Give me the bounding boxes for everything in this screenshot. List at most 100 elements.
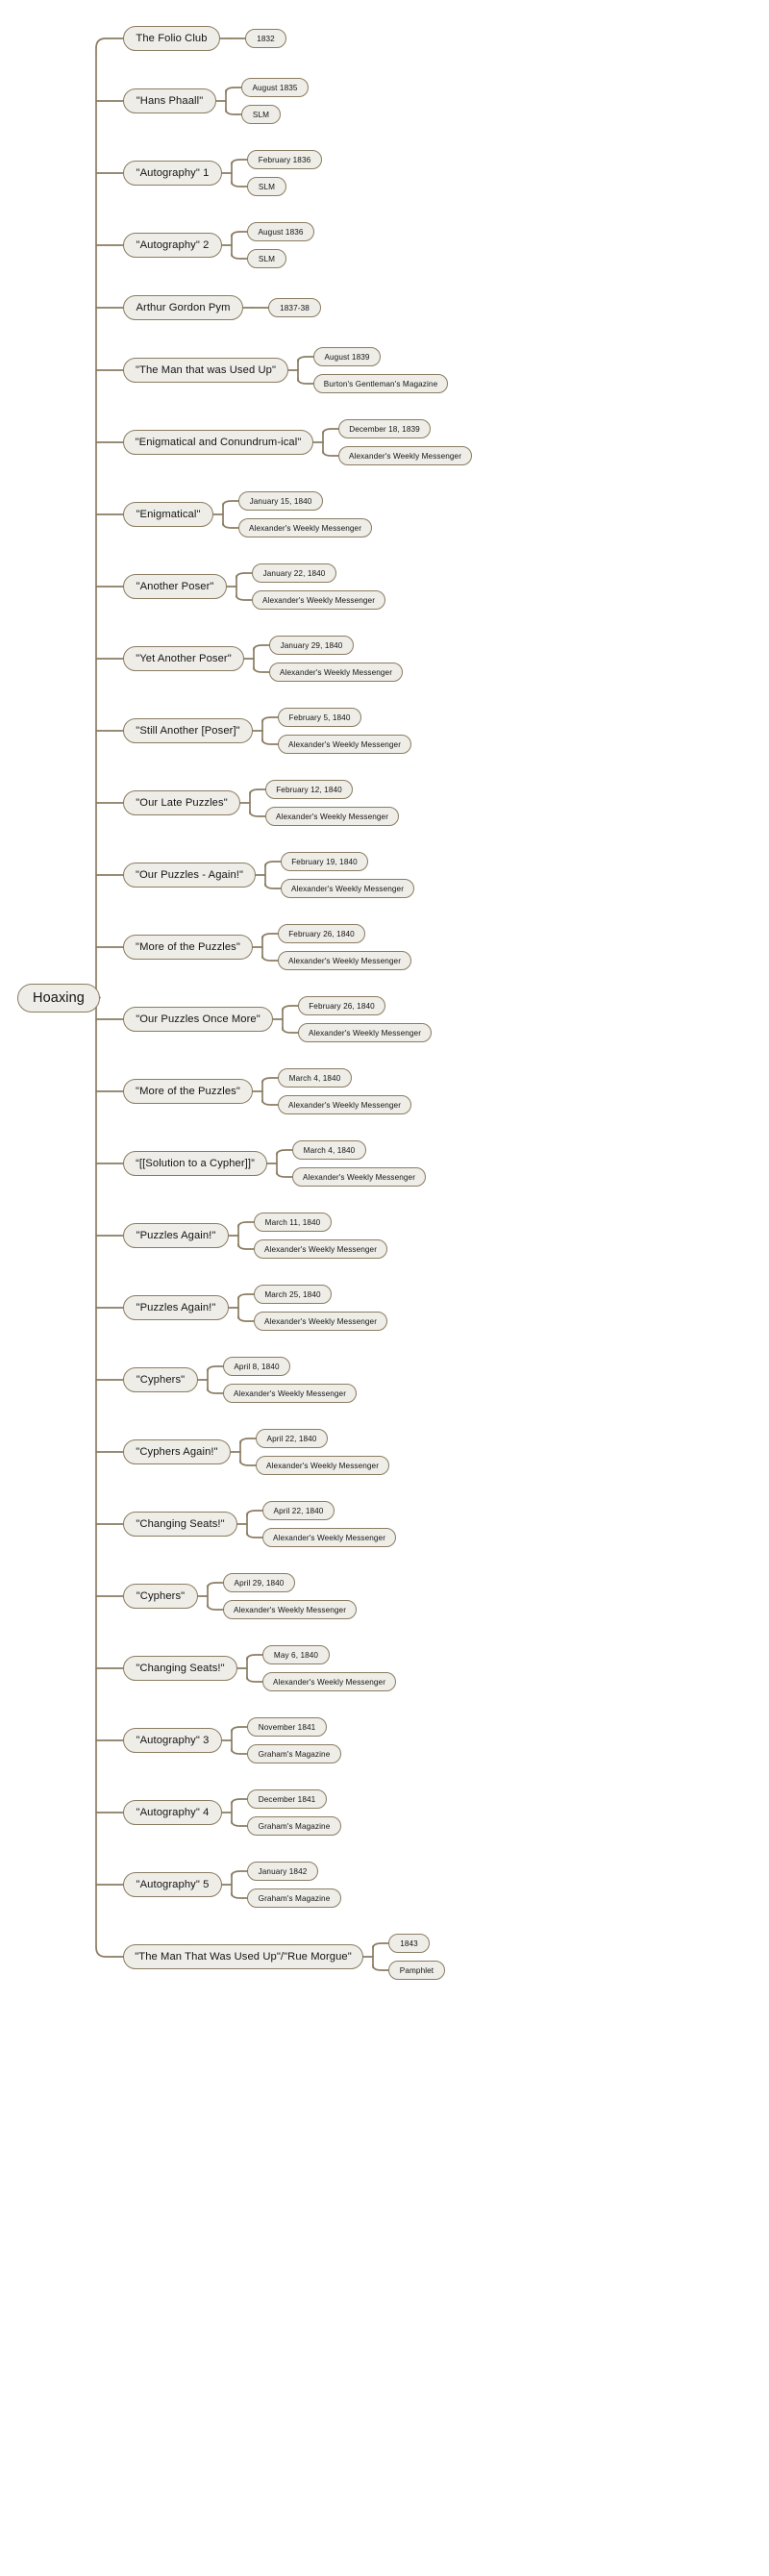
branch-node-3[interactable]: "Autography" 2 [123,233,222,258]
leaf-node-8-1-label: Alexander's Weekly Messenger [261,595,376,605]
branch-node-10[interactable]: "Still Another [Poser]" [123,718,253,743]
leaf-node-27-1-label: Pamphlet [399,1965,434,1975]
leaf-node-22-0[interactable]: April 29, 1840 [223,1573,295,1592]
leaf-node-12-1[interactable]: Alexander's Weekly Messenger [281,879,414,898]
leaf-node-7-1[interactable]: Alexander's Weekly Messenger [238,518,372,538]
leaf-node-5-0[interactable]: August 1839 [313,347,381,366]
leaf-node-13-1[interactable]: Alexander's Weekly Messenger [278,951,411,970]
branch-node-21[interactable]: "Changing Seats!" [123,1512,237,1537]
leaf-node-27-0[interactable]: 1843 [388,1934,430,1953]
leaf-node-24-1[interactable]: Graham's Magazine [247,1744,341,1763]
leaf-node-25-1[interactable]: Graham's Magazine [247,1816,341,1836]
leaf-node-3-0[interactable]: August 1836 [247,222,314,241]
leaf-node-27-0-label: 1843 [400,1938,418,1948]
branch-node-25[interactable]: "Autography" 4 [123,1800,222,1825]
branch-node-0-label: The Folio Club [136,33,208,44]
branch-node-14[interactable]: "Our Puzzles Once More" [123,1007,273,1032]
leaf-node-6-0[interactable]: December 18, 1839 [338,419,431,438]
branch-node-1[interactable]: "Hans Phaall" [123,88,216,113]
leaf-node-26-1[interactable]: Graham's Magazine [247,1888,341,1908]
leaf-node-20-0[interactable]: April 22, 1840 [256,1429,328,1448]
leaf-node-14-0[interactable]: February 26, 1840 [298,996,385,1015]
branch-node-11[interactable]: "Our Late Puzzles" [123,790,240,815]
leaf-node-8-0-label: January 22, 1840 [262,568,326,578]
leaf-node-25-0-label: December 1841 [258,1794,316,1804]
leaf-node-9-1[interactable]: Alexander's Weekly Messenger [269,663,403,682]
branch-node-23[interactable]: "Changing Seats!" [123,1656,237,1681]
branch-node-18[interactable]: "Puzzles Again!" [123,1295,229,1320]
leaf-node-19-1[interactable]: Alexander's Weekly Messenger [223,1384,357,1403]
leaf-node-15-1[interactable]: Alexander's Weekly Messenger [278,1095,411,1114]
branch-node-26[interactable]: "Autography" 5 [123,1872,222,1897]
branch-node-7[interactable]: "Enigmatical" [123,502,213,527]
leaf-node-21-1[interactable]: Alexander's Weekly Messenger [262,1528,396,1547]
leaf-node-8-0[interactable]: January 22, 1840 [252,563,336,583]
branch-node-5[interactable]: "The Man that was Used Up" [123,358,288,383]
branch-node-0[interactable]: The Folio Club [123,26,220,51]
branch-node-8[interactable]: "Another Poser" [123,574,227,599]
branch-node-9[interactable]: "Yet Another Poser" [123,646,244,671]
leaf-node-9-0[interactable]: January 29, 1840 [269,636,354,655]
leaf-node-20-1[interactable]: Alexander's Weekly Messenger [256,1456,389,1475]
leaf-node-7-0[interactable]: January 15, 1840 [238,491,323,511]
leaf-node-1-0[interactable]: August 1835 [241,78,309,97]
branch-node-19[interactable]: "Cyphers" [123,1367,198,1392]
branch-node-16[interactable]: “[[Solution to a Cypher]]” [123,1151,267,1176]
leaf-node-17-1[interactable]: Alexander's Weekly Messenger [254,1239,387,1259]
leaf-node-6-1[interactable]: Alexander's Weekly Messenger [338,446,472,465]
leaf-node-22-1[interactable]: Alexander's Weekly Messenger [223,1600,357,1619]
leaf-node-18-0[interactable]: March 25, 1840 [254,1285,332,1304]
leaf-node-10-1[interactable]: Alexander's Weekly Messenger [278,735,411,754]
leaf-node-19-0[interactable]: April 8, 1840 [223,1357,290,1376]
leaf-node-11-1[interactable]: Alexander's Weekly Messenger [265,807,399,826]
leaf-node-24-0[interactable]: November 1841 [247,1717,327,1737]
leaf-node-17-0[interactable]: March 11, 1840 [254,1213,332,1232]
branch-node-13[interactable]: "More of the Puzzles" [123,935,253,960]
branch-node-27[interactable]: "The Man That Was Used Up"/"Rue Morgue" [123,1944,363,1969]
leaf-node-23-1-label: Alexander's Weekly Messenger [272,1677,386,1687]
branch-node-4[interactable]: Arthur Gordon Pym [123,295,243,320]
leaf-node-3-1[interactable]: SLM [247,249,286,268]
branch-node-4-label: Arthur Gordon Pym [136,302,231,313]
leaf-node-1-1[interactable]: SLM [241,105,281,124]
leaf-node-26-0[interactable]: January 1842 [247,1862,318,1881]
leaf-node-14-1[interactable]: Alexander's Weekly Messenger [298,1023,432,1042]
branch-node-22[interactable]: "Cyphers" [123,1584,198,1609]
leaf-node-14-0-label: February 26, 1840 [309,1001,375,1011]
branch-node-15[interactable]: "More of the Puzzles" [123,1079,253,1104]
leaf-node-15-0[interactable]: March 4, 1840 [278,1068,352,1088]
leaf-node-21-0[interactable]: April 22, 1840 [262,1501,335,1520]
leaf-node-16-1[interactable]: Alexander's Weekly Messenger [292,1167,426,1187]
leaf-node-23-0[interactable]: May 6, 1840 [262,1645,330,1664]
leaf-node-8-1[interactable]: Alexander's Weekly Messenger [252,590,385,610]
leaf-node-18-1[interactable]: Alexander's Weekly Messenger [254,1312,387,1331]
branch-node-20-label: "Cyphers Again!" [136,1446,218,1458]
leaf-node-27-1[interactable]: Pamphlet [388,1961,445,1980]
leaf-node-16-0[interactable]: March 4, 1840 [292,1140,366,1160]
branch-node-1-label: "Hans Phaall" [136,95,204,107]
leaf-node-5-1[interactable]: Burton's Gentleman's Magazine [313,374,448,393]
leaf-node-13-0[interactable]: February 26, 1840 [278,924,365,943]
leaf-node-25-0[interactable]: December 1841 [247,1789,327,1809]
branch-node-23-label: "Changing Seats!" [136,1663,225,1674]
branch-node-6[interactable]: "Enigmatical and Conundrum-ical" [123,430,313,455]
leaf-node-4-0[interactable]: 1837-38 [268,298,321,317]
root-node-hoaxing[interactable]: Hoaxing [17,983,100,1013]
leaf-node-18-0-label: March 25, 1840 [264,1289,321,1299]
branch-node-20[interactable]: "Cyphers Again!" [123,1439,231,1464]
branch-node-17[interactable]: "Puzzles Again!" [123,1223,229,1248]
branch-node-24[interactable]: "Autography" 3 [123,1728,222,1753]
leaf-node-11-0[interactable]: February 12, 1840 [265,780,353,799]
leaf-node-12-0[interactable]: February 19, 1840 [281,852,368,871]
leaf-node-2-0[interactable]: February 1836 [247,150,322,169]
leaf-node-20-1-label: Alexander's Weekly Messenger [265,1461,380,1470]
leaf-node-26-1-label: Graham's Magazine [258,1893,331,1903]
leaf-node-11-0-label: February 12, 1840 [276,785,342,794]
leaf-node-10-0[interactable]: February 5, 1840 [278,708,361,727]
branch-node-12[interactable]: "Our Puzzles - Again!" [123,863,256,888]
leaf-node-0-0[interactable]: 1832 [245,29,286,48]
leaf-node-2-1[interactable]: SLM [247,177,286,196]
branch-node-2[interactable]: "Autography" 1 [123,161,222,186]
leaf-node-23-1[interactable]: Alexander's Weekly Messenger [262,1672,396,1691]
leaf-node-15-1-label: Alexander's Weekly Messenger [287,1100,402,1110]
